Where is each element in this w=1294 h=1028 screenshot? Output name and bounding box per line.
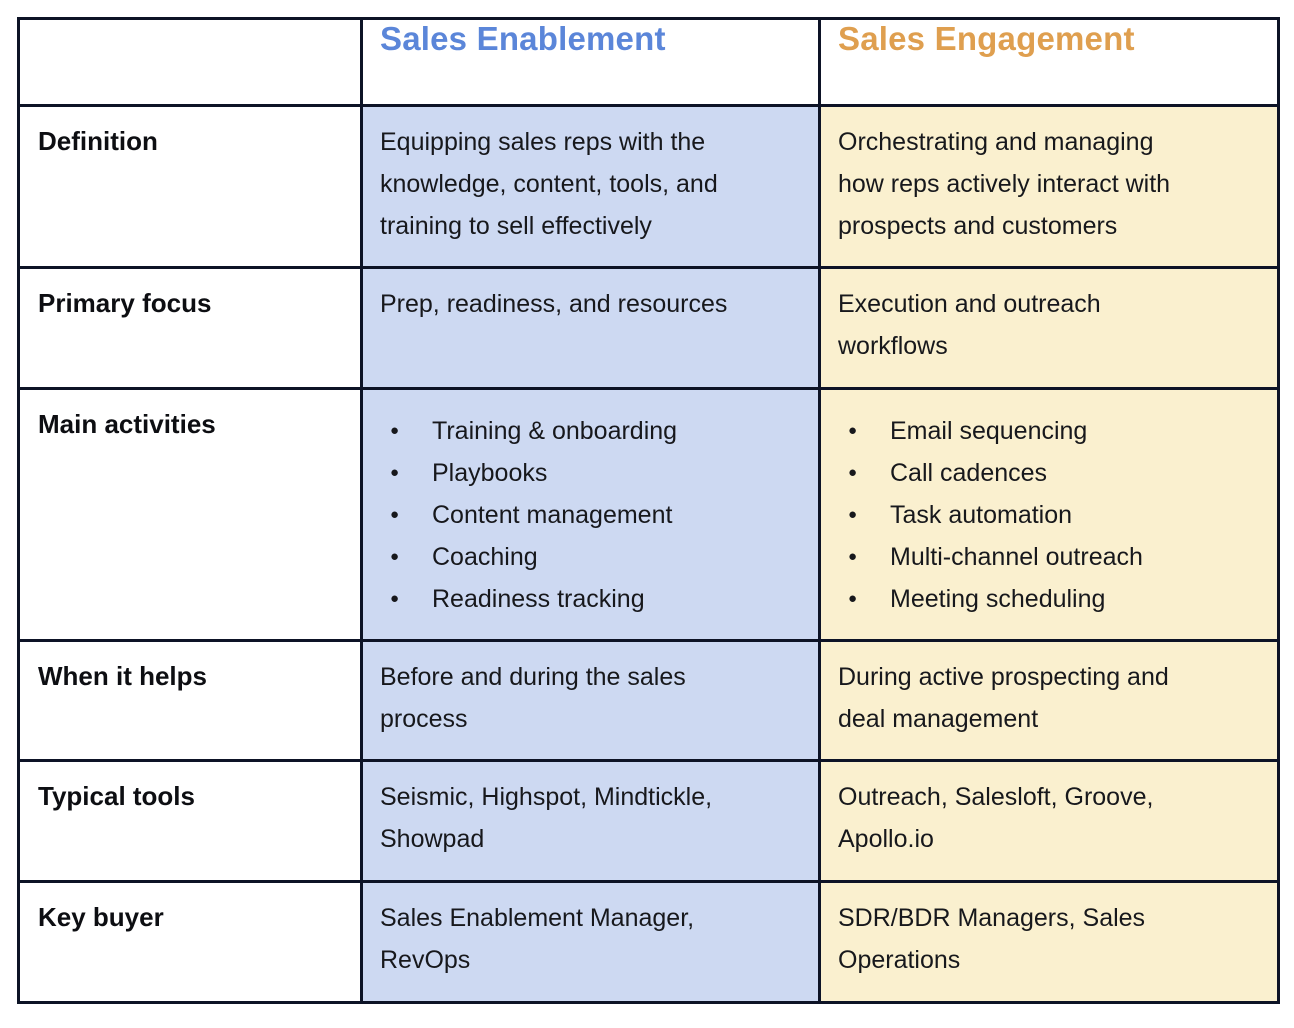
cell-text: Outreach, Salesloft, Groove, Apollo.io — [838, 783, 1154, 853]
sales-engagement-cell: SDR/BDR Managers, Sales Operations — [818, 880, 1280, 1004]
cell-text: Execution and outreach workflows — [838, 290, 1101, 360]
sales-enablement-cell: Before and during the sales process — [360, 639, 821, 762]
sales-enablement-cell: ● Training & onboarding ● Playbooks ● Content… — [360, 387, 821, 642]
corner-cell — [17, 17, 363, 107]
cell-text: Before and during the sales process — [380, 663, 686, 733]
list-item-text: Playbooks — [432, 459, 548, 487]
list-item: ● Content management — [380, 494, 801, 536]
bullet-list: ● Email sequencing ● Call cadences ● Task aut… — [838, 410, 1260, 620]
column-header-sales-engagement: Sales Engagement — [818, 17, 1280, 107]
table-row: Main activities ● Training & onboarding ● Pl… — [17, 387, 1280, 642]
cell-text: During active prospecting and deal manag… — [838, 663, 1169, 733]
row-label: Primary focus — [17, 266, 363, 390]
cell-text: Seismic, Highspot, Mindtickle, Showpad — [380, 783, 713, 853]
list-item-text: Readiness tracking — [432, 585, 645, 613]
list-item: ● Meeting scheduling — [838, 578, 1260, 620]
bullet-list: ● Training & onboarding ● Playbooks ● Content… — [380, 410, 801, 620]
sales-engagement-cell: Execution and outreach workflows — [818, 266, 1280, 390]
bullet-icon: ● — [390, 506, 400, 523]
sales-enablement-cell: Equipping sales reps with the knowledge,… — [360, 104, 821, 269]
comparison-table: Sales Enablement Sales Engagement Defini… — [17, 17, 1280, 1004]
list-item-text: Meeting scheduling — [890, 585, 1106, 613]
list-item: ● Task automation — [838, 494, 1260, 536]
list-item: ● Coaching — [380, 536, 801, 578]
list-item-text: Call cadences — [890, 459, 1048, 487]
row-label: When it helps — [17, 639, 363, 762]
list-item-text: Coaching — [432, 543, 538, 571]
list-item: ● Readiness tracking — [380, 578, 801, 620]
header-row: Sales Enablement Sales Engagement — [17, 17, 1280, 107]
row-label: Typical tools — [17, 759, 363, 883]
table-row: Primary focus Prep, readiness, and resour… — [17, 266, 1280, 390]
sales-enablement-cell: Prep, readiness, and resources — [360, 266, 821, 390]
bullet-icon: ● — [390, 590, 400, 607]
sales-engagement-cell: ● Email sequencing ● Call cadences ● Task aut… — [818, 387, 1280, 642]
row-label: Main activities — [17, 387, 363, 642]
column-header-sales-enablement: Sales Enablement — [360, 17, 821, 107]
cell-text: Sales Enablement Manager, RevOps — [380, 904, 695, 974]
bullet-icon: ● — [390, 548, 400, 565]
sales-engagement-cell: Orchestrating and managing how reps acti… — [818, 104, 1280, 269]
sales-engagement-cell: During active prospecting and deal manag… — [818, 639, 1280, 762]
list-item: ● Multi-channel outreach — [838, 536, 1260, 578]
list-item: ● Call cadences — [838, 452, 1260, 494]
bullet-icon: ● — [848, 422, 858, 439]
list-item-text: Multi-channel outreach — [890, 543, 1143, 571]
bullet-icon: ● — [390, 422, 400, 439]
list-item: ● Playbooks — [380, 452, 801, 494]
list-item-text: Task automation — [890, 501, 1073, 529]
list-item-text: Training & onboarding — [432, 417, 678, 445]
list-item-text: Content management — [432, 501, 673, 529]
sales-enablement-cell: Sales Enablement Manager, RevOps — [360, 880, 821, 1004]
bullet-icon: ● — [848, 506, 858, 523]
cell-text: Equipping sales reps with the knowledge,… — [380, 128, 718, 240]
cell-text: Orchestrating and managing how reps acti… — [838, 128, 1171, 240]
bullet-icon: ● — [848, 464, 858, 481]
list-item-text: Email sequencing — [890, 417, 1088, 445]
row-label: Key buyer — [17, 880, 363, 1004]
bullet-icon: ● — [390, 464, 400, 481]
cell-text: Prep, readiness, and resources — [380, 290, 728, 318]
cell-text: SDR/BDR Managers, Sales Operations — [838, 904, 1146, 974]
sales-enablement-cell: Seismic, Highspot, Mindtickle, Showpad — [360, 759, 821, 883]
list-item: ● Training & onboarding — [380, 410, 801, 452]
bullet-icon: ● — [848, 590, 858, 607]
row-label: Definition — [17, 104, 363, 269]
list-item: ● Email sequencing — [838, 410, 1260, 452]
sales-engagement-cell: Outreach, Salesloft, Groove, Apollo.io — [818, 759, 1280, 883]
bullet-icon: ● — [848, 548, 858, 565]
